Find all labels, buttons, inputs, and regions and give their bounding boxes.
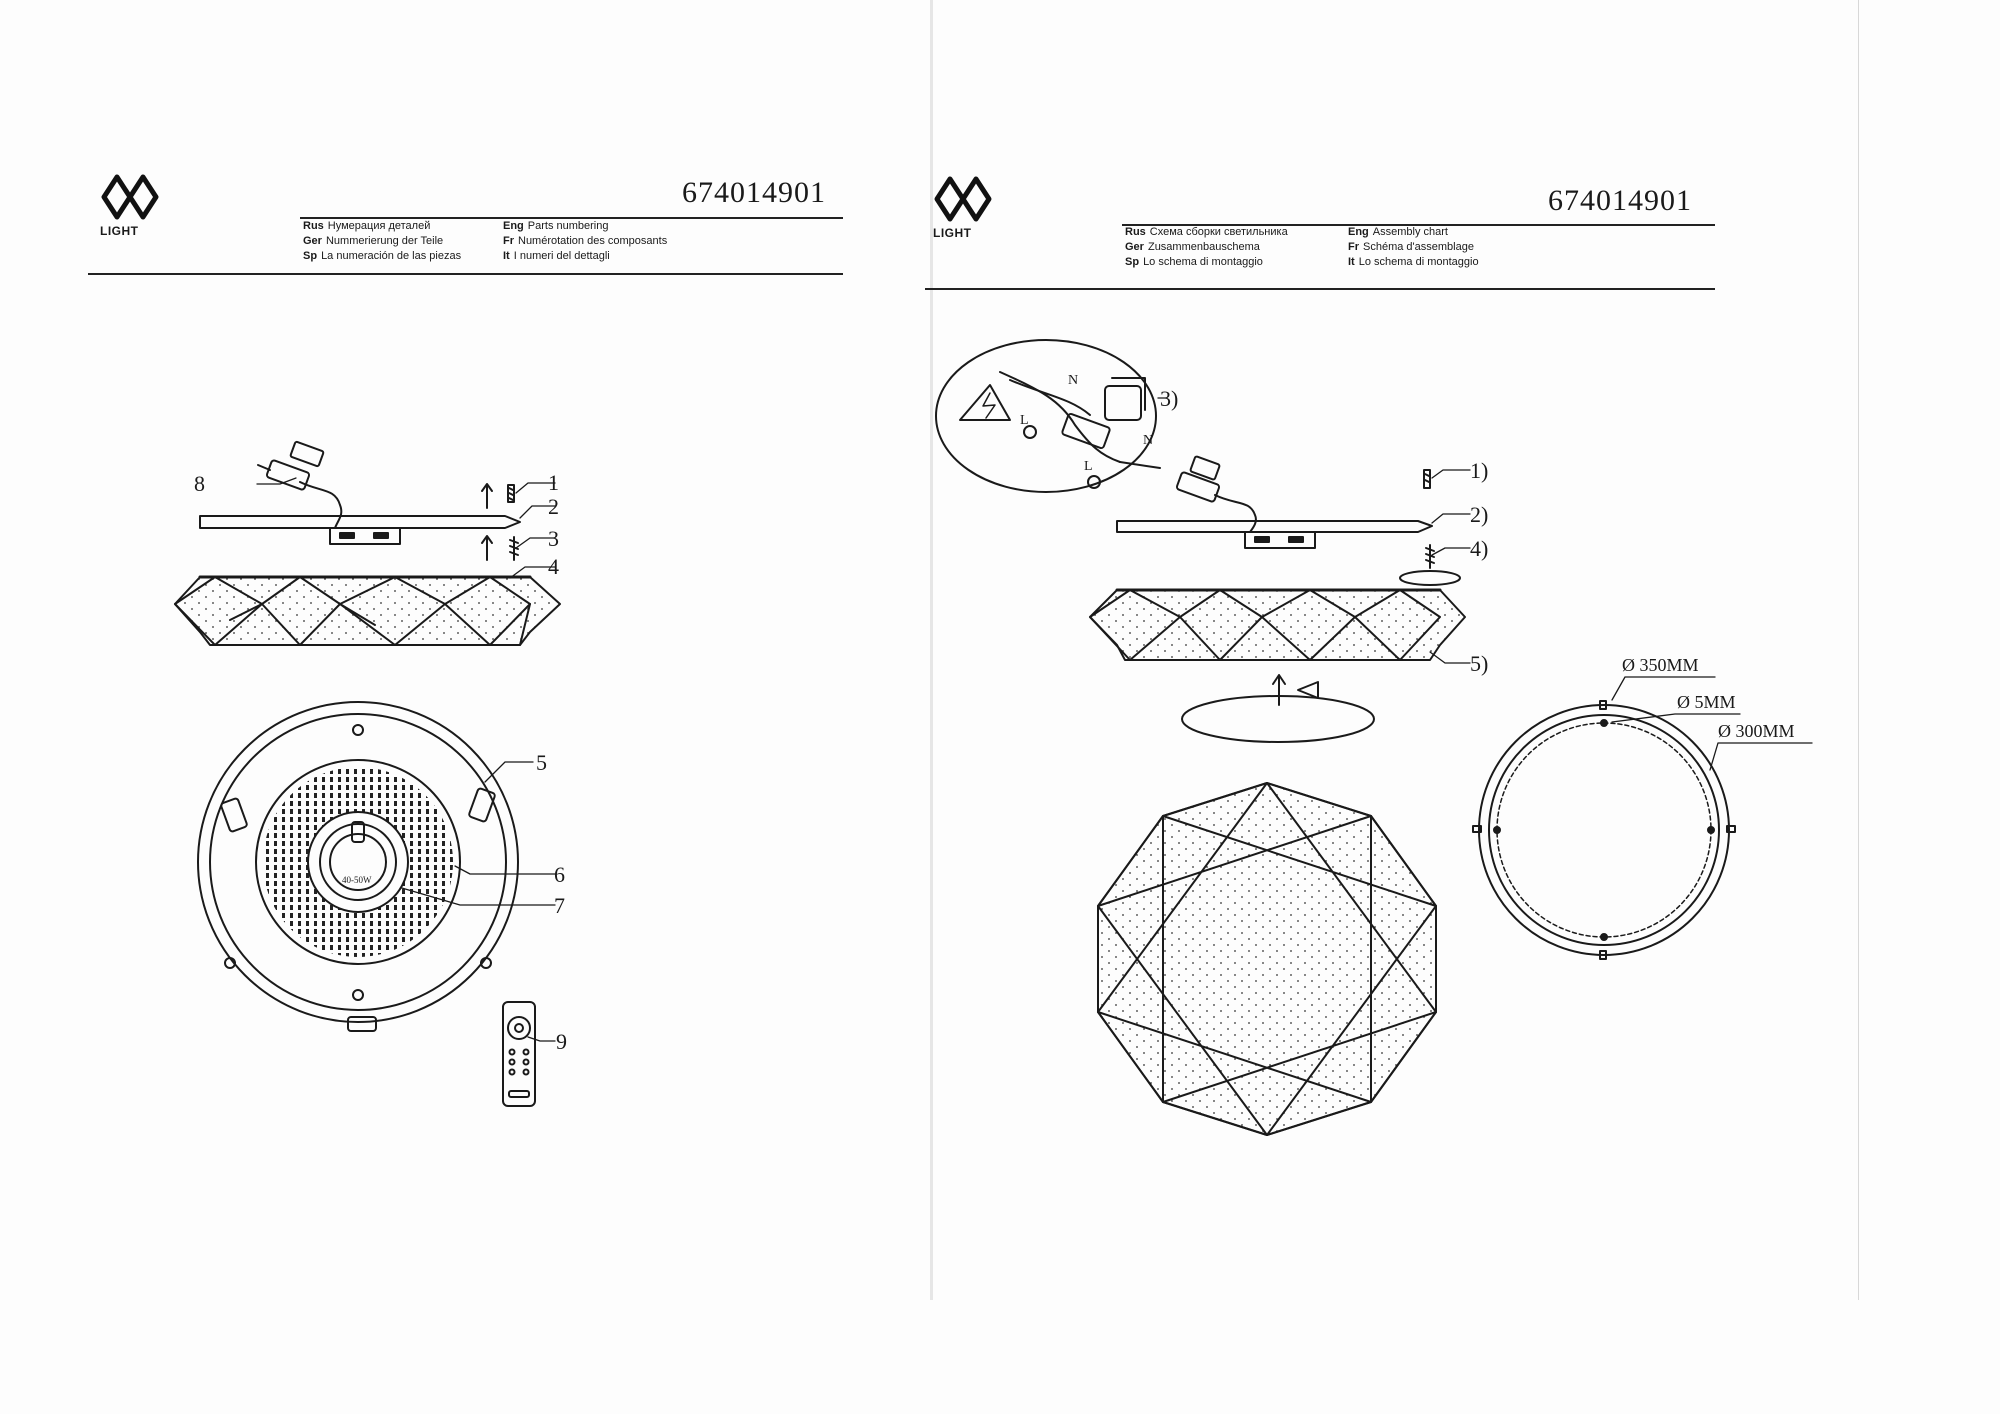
dimension-label: Ø 300MM: [1718, 721, 1795, 741]
brand-logo-text: LIGHT: [933, 226, 972, 240]
assembly-chart-page: [935, 0, 2000, 1414]
rotate-arrow: [1181, 674, 1375, 743]
brand-logo-icon: [101, 174, 159, 220]
terminal-block-connector: [1175, 455, 1257, 533]
mounting-plate-part-2: [199, 515, 521, 545]
callout-number: 1: [548, 470, 559, 495]
page-fold: [930, 0, 933, 1300]
parts-numbering-page: [0, 0, 935, 1414]
brand-logo: LIGHT: [100, 172, 170, 238]
wire-label: L: [1084, 459, 1093, 474]
callout-number: 7: [554, 893, 565, 918]
wire-label: N: [1143, 433, 1154, 448]
page-edge: [1858, 0, 1859, 1300]
header-rule-short: [1122, 224, 1715, 226]
header-rule-long: [88, 273, 843, 275]
remote-control-part-9: [502, 1001, 536, 1107]
wire-label: L: [1020, 413, 1029, 428]
diamond-shade-part-4: [174, 575, 561, 646]
callout-number: 3): [1160, 386, 1179, 411]
diamond-shade: [1089, 588, 1466, 661]
screw-part-3: [481, 535, 519, 561]
callout-number: 2): [1470, 502, 1489, 527]
callout-leaders: [1157, 397, 1471, 664]
wiring-detail-bubble: [935, 339, 1161, 493]
callout-number: 2: [548, 494, 559, 519]
callout-number: 8: [194, 471, 205, 496]
screw-and-anchor: [1399, 544, 1461, 586]
callout-number: 5: [536, 750, 547, 775]
callout-number: 4): [1470, 536, 1489, 561]
shade-top-view: [1097, 782, 1437, 1136]
document-number: 674014901: [1548, 184, 1692, 217]
callout-number: 4: [548, 554, 559, 579]
terminal-block-part-8: [257, 440, 343, 529]
brand-logo: LIGHT: [933, 174, 1003, 240]
screw-part-1: [481, 483, 515, 509]
dimension-label: Ø 5MM: [1677, 692, 1736, 712]
callout-number: 1): [1470, 458, 1489, 483]
mounting-ring-view: [1472, 700, 1736, 960]
callout-number: 9: [556, 1029, 567, 1054]
wattage-label: 40-50W: [342, 875, 372, 885]
callout-number: 3: [548, 526, 559, 551]
callout-number: 5): [1470, 651, 1489, 676]
brand-logo-icon: [934, 176, 992, 222]
mounting-plate: [1116, 520, 1433, 549]
callout-leaders: [256, 477, 556, 1042]
dimension-label: Ø 350MM: [1622, 655, 1699, 675]
header-rule-long: [925, 288, 1715, 290]
dimension-leaders: [1611, 676, 1813, 771]
fixture-bottom-view: [197, 701, 519, 1032]
screw-1: [1423, 469, 1431, 489]
wire-label: N: [1068, 373, 1079, 388]
header-rule-short: [300, 217, 843, 219]
brand-logo-text: LIGHT: [100, 224, 139, 238]
callout-number: 6: [554, 862, 565, 887]
document-number: 674014901: [682, 176, 826, 209]
